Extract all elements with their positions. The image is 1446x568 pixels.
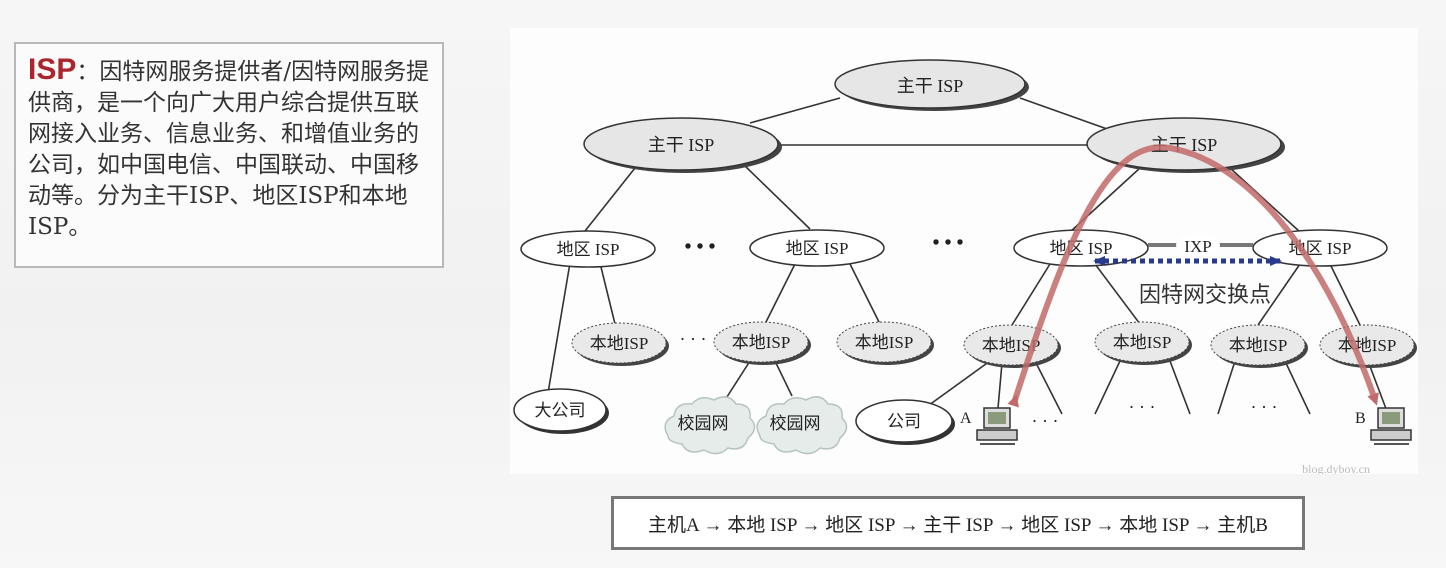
company-node: 公司 (855, 399, 955, 445)
big-company-label: 大公司 (535, 401, 586, 420)
isp-definition-text: 因特网服务提供者/因特网服务提供商，是一个向广大用户综合提供互联网接入业务、信息… (28, 59, 430, 240)
host-a-computer-icon (976, 407, 1018, 445)
campus-network-2: 校园网 (756, 396, 848, 455)
ellipsis-hosts-1: · · · (1032, 411, 1059, 431)
campus-network-2-label: 校园网 (770, 414, 821, 433)
local-isp-2: 本地ISP (713, 321, 811, 365)
regional-isp-3-label: 地区 ISP (1050, 239, 1113, 258)
watermark: blog.dyboy.cn (1302, 462, 1370, 474)
local-isp-4: 本地ISP (963, 324, 1061, 368)
regional-isp-4: 地区 ISP (1252, 229, 1388, 267)
company-label: 公司 (887, 412, 921, 431)
local-isp-2-label: 本地ISP (732, 333, 791, 352)
host-b-computer-icon (1370, 407, 1412, 445)
ellipsis-regional-2: • • • (932, 232, 963, 254)
local-isp-1: 本地ISP (571, 322, 669, 366)
host-b-label: B (1355, 410, 1366, 427)
backbone-isp-left: 主干 ISP (583, 117, 782, 173)
route-summary-box: 主机A → 本地 ISP → 地区 ISP → 主干 ISP → 地区 ISP … (611, 496, 1305, 550)
local-isp-3-label: 本地ISP (855, 333, 914, 352)
host-a-label: A (960, 410, 972, 427)
route-path-arrow (1007, 144, 1379, 408)
backbone-isp-right: 主干 ISP (1086, 117, 1285, 173)
campus-network-1: 校园网 (664, 396, 756, 455)
local-isp-7: 本地ISP (1319, 324, 1417, 368)
isp-hierarchy-diagram: 主干 ISP 主干 ISP 主干 ISP 地区 ISP • • • 地区 ISP… (510, 28, 1418, 476)
local-isp-5-label: 本地ISP (1113, 333, 1172, 352)
ixp-link: IXP 因特网交换点 (1093, 233, 1282, 307)
local-isp-7-label: 本地ISP (1338, 336, 1397, 355)
regional-isp-1-label: 地区 ISP (557, 240, 620, 259)
ixp-caption: 因特网交换点 (1139, 282, 1271, 307)
backbone-isp-left-label: 主干 ISP (648, 135, 715, 155)
local-isp-1-label: 本地ISP (590, 334, 649, 353)
isp-term: ISP (28, 53, 77, 86)
regional-isp-3: 地区 ISP (1013, 229, 1149, 267)
term-separator: ： (76, 59, 100, 85)
local-isp-6-label: 本地ISP (1229, 336, 1288, 355)
regional-isp-2-label: 地区 ISP (786, 239, 849, 258)
ellipsis-hosts-3: · · · (1251, 397, 1278, 417)
big-company-node: 大公司 (513, 388, 609, 434)
ellipsis-local-1: · · · (680, 329, 707, 349)
backbone-isp-top: 主干 ISP (834, 59, 1029, 111)
route-summary-text: 主机A → 本地 ISP → 地区 ISP → 主干 ISP → 地区 ISP … (648, 514, 1268, 536)
local-isp-6: 本地ISP (1210, 324, 1308, 368)
regional-isp-1: 地区 ISP (520, 230, 656, 268)
isp-definition-box: ISP：因特网服务提供者/因特网服务提供商，是一个向广大用户综合提供互联网接入业… (14, 42, 444, 268)
ellipsis-hosts-2: · · · (1129, 397, 1156, 417)
regional-isp-2: 地区 ISP (749, 229, 885, 267)
local-isp-3: 本地ISP (836, 321, 934, 365)
local-isp-5: 本地ISP (1094, 321, 1192, 365)
local-isp-4-label: 本地ISP (982, 336, 1041, 355)
campus-network-1-label: 校园网 (678, 414, 729, 433)
ixp-label: IXP (1184, 237, 1211, 256)
ellipsis-regional-1: • • • (684, 236, 715, 258)
backbone-isp-top-label: 主干 ISP (897, 76, 964, 96)
